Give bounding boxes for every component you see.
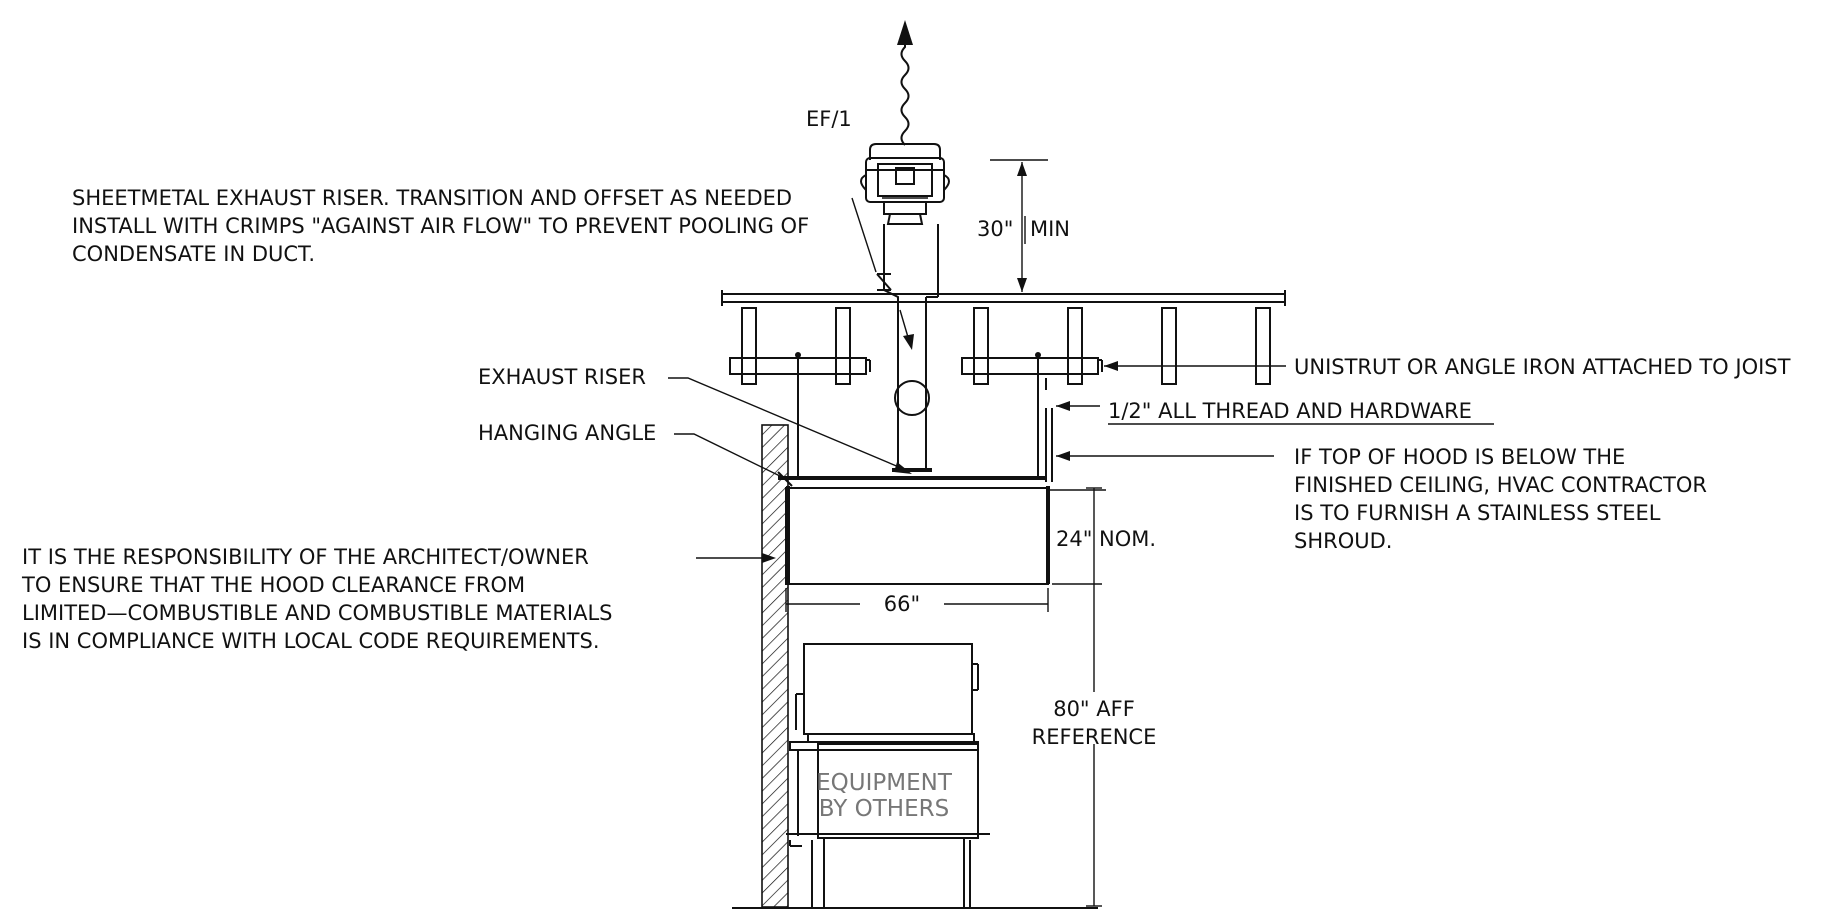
shroud-note-line-4: SHROUD. xyxy=(1294,529,1392,553)
aff-reference-line-1: 80" AFF xyxy=(1053,697,1135,721)
equipment-label-line-2: BY OTHERS xyxy=(819,796,949,822)
riser-note-line-1: SHEETMETAL EXHAUST RISER. TRANSITION AND… xyxy=(72,186,792,210)
shroud-note-line-2: FINISHED CEILING, HVAC CONTRACTOR xyxy=(1294,473,1707,497)
fan-tag: EF/1 xyxy=(806,107,852,131)
joist-6 xyxy=(1255,307,1271,385)
shroud-note: IF TOP OF HOOD IS BELOW THE FINISHED CEI… xyxy=(1056,445,1707,553)
all-thread-label: 1/2" ALL THREAD AND HARDWARE xyxy=(1108,399,1472,423)
all-thread-callout: 1/2" ALL THREAD AND HARDWARE xyxy=(1056,399,1494,425)
unistrut-label: UNISTRUT OR ANGLE IRON ATTACHED TO JOIST xyxy=(1294,355,1791,379)
dimension-24-nom: 24" NOM. xyxy=(1052,487,1156,585)
hanging-angle-callout: HANGING ANGLE xyxy=(478,421,785,479)
exhaust-riser-duct xyxy=(876,224,939,472)
hanger-rods xyxy=(797,358,1053,482)
round-duct-section xyxy=(894,380,930,416)
joist-1 xyxy=(741,307,757,385)
responsibility-note-line-2: TO ENSURE THAT THE HOOD CLEARANCE FROM xyxy=(21,573,525,597)
exhaust-riser-callout: EXHAUST RISER xyxy=(478,365,912,474)
riser-note: SHEETMETAL EXHAUST RISER. TRANSITION AND… xyxy=(72,186,914,350)
discharge-arrow xyxy=(897,20,913,45)
riser-note-line-3: CONDENSATE IN DUCT. xyxy=(72,242,315,266)
dimension-66: 66" xyxy=(785,588,1049,616)
shroud-note-line-3: IS TO FURNISH A STAINLESS STEEL xyxy=(1294,501,1661,525)
aff-reference-line-2: REFERENCE xyxy=(1032,725,1157,749)
exhaust-riser-label: EXHAUST RISER xyxy=(478,365,646,389)
hood-height-label: 24" NOM. xyxy=(1056,527,1156,551)
hood-width-label: 66" xyxy=(884,592,920,616)
responsibility-note-line-3: LIMITED—COMBUSTIBLE AND COMBUSTIBLE MATE… xyxy=(22,601,613,625)
fan-clearance-unit: MIN xyxy=(1030,217,1070,241)
exhaust-hood xyxy=(777,471,1106,585)
hanging-angle-label: HANGING ANGLE xyxy=(478,421,656,445)
joist-2 xyxy=(835,307,851,385)
riser-note-line-2: INSTALL WITH CRIMPS "AGAINST AIR FLOW" T… xyxy=(72,214,809,238)
responsibility-note-line-1: IT IS THE RESPONSIBILITY OF THE ARCHITEC… xyxy=(22,545,589,569)
fan-clearance-value: 30" xyxy=(977,217,1013,241)
unistrut-channels xyxy=(729,352,1103,375)
wall xyxy=(761,424,789,908)
joist-5 xyxy=(1161,307,1177,385)
responsibility-note-line-4: IS IN COMPLIANCE WITH LOCAL CODE REQUIRE… xyxy=(22,629,600,653)
shroud-note-line-1: IF TOP OF HOOD IS BELOW THE xyxy=(1294,445,1625,469)
joist-3 xyxy=(973,307,989,385)
exhaust-fan xyxy=(860,20,950,225)
dimension-80-aff: 80" AFF REFERENCE xyxy=(1032,584,1157,907)
cooking-equipment: EQUIPMENT BY OTHERS xyxy=(786,643,990,908)
equipment-label-line-1: EQUIPMENT xyxy=(816,770,953,796)
dimension-30-min: 30" MIN xyxy=(977,159,1070,292)
unistrut-callout: UNISTRUT OR ANGLE IRON ATTACHED TO JOIST xyxy=(1104,355,1791,379)
roof-structure xyxy=(721,290,1286,385)
responsibility-note: IT IS THE RESPONSIBILITY OF THE ARCHITEC… xyxy=(21,545,776,653)
joist-4 xyxy=(1067,307,1083,385)
